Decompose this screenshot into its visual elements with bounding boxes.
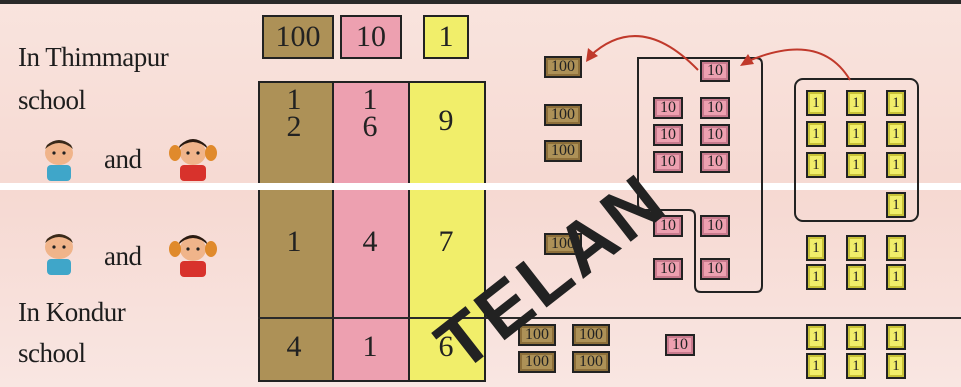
hundred-block: 100 [544, 56, 582, 78]
one-block: 1 [886, 264, 906, 290]
one-block: 1 [806, 324, 826, 350]
one-block: 1 [886, 90, 906, 116]
one-block: 1 [886, 324, 906, 350]
one-block: 1 [846, 152, 866, 178]
ten-block: 10 [700, 97, 730, 119]
ten-block: 10 [700, 124, 730, 146]
one-block: 1 [846, 264, 866, 290]
ten-block: 10 [700, 60, 730, 82]
one-block: 1 [806, 152, 826, 178]
one-block: 1 [806, 353, 826, 379]
one-block: 1 [806, 90, 826, 116]
ten-block: 10 [653, 97, 683, 119]
ten-block: 10 [700, 151, 730, 173]
one-block: 1 [886, 353, 906, 379]
one-block: 1 [806, 264, 826, 290]
ten-block: 10 [653, 151, 683, 173]
one-block: 1 [846, 324, 866, 350]
ten-block: 10 [700, 258, 730, 280]
one-block: 1 [886, 235, 906, 261]
one-block: 1 [886, 192, 906, 218]
hundred-block: 100 [572, 324, 610, 346]
ten-block: 10 [653, 258, 683, 280]
one-block: 1 [846, 353, 866, 379]
one-block: 1 [846, 121, 866, 147]
one-block: 1 [806, 235, 826, 261]
hundred-block: 100 [572, 351, 610, 373]
one-block: 1 [806, 121, 826, 147]
ten-block: 10 [665, 334, 695, 356]
one-block: 1 [886, 152, 906, 178]
ten-block: 10 [653, 124, 683, 146]
ten-block: 10 [700, 215, 730, 237]
hundred-block: 100 [544, 140, 582, 162]
one-block: 1 [886, 121, 906, 147]
hundred-block: 100 [544, 104, 582, 126]
one-block: 1 [846, 235, 866, 261]
one-block: 1 [846, 90, 866, 116]
hundred-block: 100 [518, 351, 556, 373]
